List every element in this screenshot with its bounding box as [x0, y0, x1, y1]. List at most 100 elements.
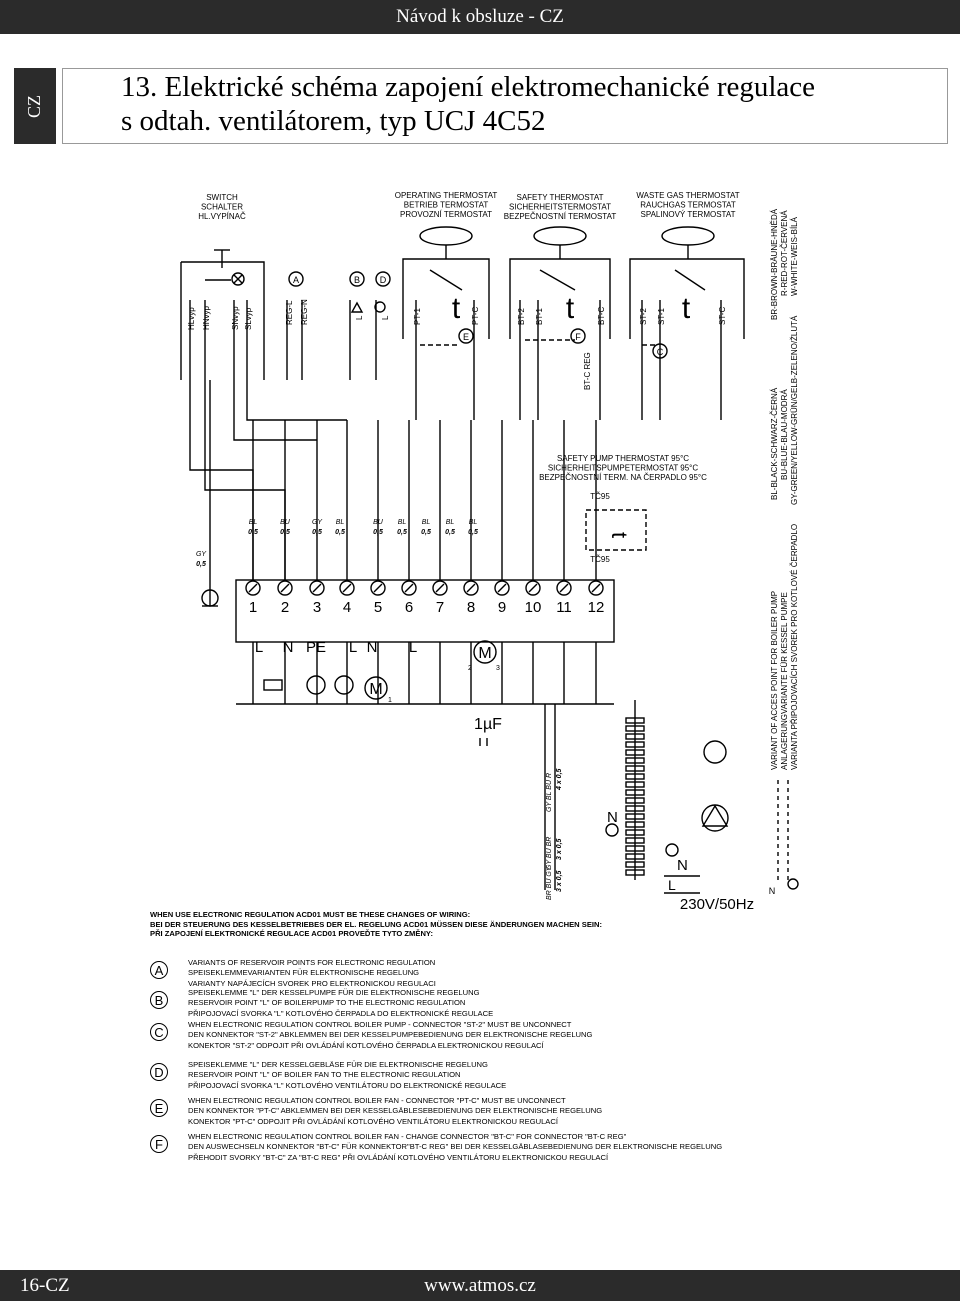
terminal-screw [497, 583, 507, 593]
ref-letter: F [575, 332, 581, 342]
terminal-function: N [283, 639, 294, 656]
wire-size-label: 0,5 [421, 529, 431, 536]
wire-size-label: 0,5 [397, 529, 407, 536]
safety-thermostat-caption: SICHERHEITSTERMOSTAT [509, 202, 611, 211]
terminal-screw [404, 583, 414, 593]
note-line: WHEN ELECTRONIC REGULATION CONTROL BOILE… [188, 1020, 572, 1029]
terminal-number: 7 [436, 599, 444, 616]
note-line: WHEN ELECTRONIC REGULATION CONTROL BOILE… [188, 1132, 627, 1141]
note-text: WHEN ELECTRONIC REGULATION CONTROL BOILE… [188, 1096, 602, 1127]
thermostat-box [629, 258, 745, 339]
terminal-function: L [349, 639, 357, 656]
wire [189, 380, 254, 580]
color-legend-line: BL-BLACK-SCHWARZ-ČERNÁ [770, 387, 779, 500]
cable-size: 4 x 0,5 [556, 768, 563, 791]
terminal-screw [245, 580, 261, 596]
operating-thermostat-caption: BETRIEB TERMOSTAT [404, 200, 489, 209]
switch-lamp [231, 272, 245, 286]
note-line: SPEISEKLEMMEVARIANTEN FÜR ELEKTRONISCHE … [188, 968, 420, 978]
section-title-line2: s odtah. ventilátorem, typ UCJ 4C52 [121, 105, 546, 137]
sensor-symbol: t [607, 532, 632, 538]
fan-symbol-small [374, 301, 386, 313]
fan-motor [473, 640, 497, 664]
color-legend-line: GY-GREEN/YELLOW-GRÜN/GELB-ZELENO/ŽLUTÁ [790, 315, 799, 505]
warning-line-en: WHEN USE ELECTRONIC REGULATION ACD01 MUS… [150, 910, 471, 919]
wire-color-label: BL [249, 519, 258, 526]
ref-d [375, 271, 391, 287]
note-text: SPEISEKLEMME "L" DER KESSELGEBLÄSE FÜR D… [188, 1060, 506, 1091]
capacitor-label: 1µF [474, 716, 502, 733]
ref-a [288, 271, 304, 287]
note-letter: D [150, 1063, 168, 1081]
terminal-screw [370, 580, 386, 596]
thermostat-terminal-label: BT-2 [517, 308, 526, 325]
thermostat-terminal-label: PT-C [471, 307, 480, 325]
variant-legend-line: VARIANTA PŘIPOJOVACÍCH SVOREK PRO KOTLOV… [790, 524, 799, 770]
note-line: DEN KONNEKTOR "PT-C" ABKLEMMEN BEI DER K… [188, 1106, 603, 1116]
switch-terminal-label: SLvyp [244, 307, 253, 330]
thermostat-terminal-label: PT-1 [413, 308, 422, 325]
terminal-screw [277, 580, 293, 596]
terminal-screw [280, 583, 290, 593]
language-tab: CZ [14, 68, 56, 144]
fan-symbol-right [703, 740, 727, 764]
section-title-box: 13. Elektrické schéma zapojení elektrome… [62, 68, 948, 144]
note-line: PŘIPOJOVACÍ SVORKA "L" KOTLOVÉHO ČERPADL… [188, 1008, 494, 1018]
wire [204, 380, 286, 580]
terminal-number: 11 [556, 599, 572, 616]
header-title: Návod k obsluze - CZ [396, 6, 564, 27]
wiring-warning: WHEN USE ELECTRONIC REGULATION ACD01 MUS… [150, 910, 770, 939]
terminal-screw [432, 580, 448, 596]
cable-colors: GY BU BR [546, 837, 553, 870]
tc95-body [585, 509, 647, 551]
note-line: VARIANTS OF RESERVOIR POINTS FOR ELECTRO… [188, 958, 436, 967]
ref-letter: D [380, 275, 387, 285]
safety-pump-thermostat-caption: BEZPEČNOSTNÍ TERM. NA ČERPADLO 95°C [539, 473, 707, 482]
safety-thermostat-caption: BEZPEČNOSTNÍ TERMOSTAT [504, 212, 617, 221]
terminal-screw [525, 580, 541, 596]
reg-terminal-label: REG-L [285, 300, 294, 325]
pump-symbol [306, 675, 326, 695]
thermostat-terminal-label: ST-1 [657, 308, 666, 325]
tc95-label: TČ95 [590, 492, 610, 501]
terminal-number: 8 [467, 599, 475, 616]
terminal-screw [556, 580, 572, 596]
pump-symbol-small [350, 301, 364, 313]
supply-terminal: N [607, 809, 618, 826]
note-line: KONEKTOR "PT-C" ODPOJIT PŘI OVLÁDÁNÍ KOT… [188, 1116, 558, 1126]
terminal-screw [463, 580, 479, 596]
note-line: SPEISEKLEMME "L" DER KESSELGEBLÄSE FÜR D… [188, 1060, 488, 1069]
earth-circle [201, 589, 219, 607]
warning-line-de: BEI DER STEUERUNG DES KESSELBETRIEBES DE… [150, 919, 603, 929]
terminal-number: 4 [343, 599, 351, 616]
wire [233, 380, 317, 441]
legend-earth [787, 878, 799, 890]
wire-size-label: 0,5 [312, 529, 322, 536]
pump-symbol-right [701, 804, 729, 827]
color-legend-line: BU-BLUE-BLAU-MODRÁ [780, 389, 789, 480]
switch-caption: SCHALTER [201, 202, 243, 211]
note-letter: A [150, 961, 168, 979]
tc95-label: TČ95 [590, 555, 610, 564]
note-text: SPEISEKLEMME "L" DER KESSELPUMPE FÜR DIE… [188, 988, 493, 1019]
note-letter: F [150, 1135, 168, 1153]
plug [263, 679, 283, 691]
wire-color-label: GY [196, 551, 207, 558]
earth-circle [605, 823, 619, 837]
note-line: PŘIPOJOVACÍ SVORKA "L" KOTLOVÉHO VENTILÁ… [188, 1080, 507, 1090]
terminal-screw [494, 580, 510, 596]
ref-f [570, 328, 586, 344]
variant-legend-line: ANLAGERUNGVARIANTE FÜR KESSEL PUMPE [780, 592, 789, 770]
thermostat-terminal-label: BT-1 [535, 308, 544, 325]
lamp-terminal-label: L [381, 315, 390, 320]
ref-b [349, 271, 365, 287]
terminal-number: 2 [281, 599, 289, 616]
waste-gas-thermostat-caption: WASTE GAS THERMOSTAT [636, 191, 739, 200]
wire-color-label: BL [469, 519, 478, 526]
thermostat-contact [539, 269, 576, 291]
terminal-screw [435, 583, 445, 593]
thermostat-bulb [533, 226, 587, 246]
note-line: RESERVOIR POINT "L" OF BOILERPUMP TO THE… [188, 998, 466, 1008]
wire-color-label: BL [336, 519, 345, 526]
note-line: VARIANTY NAPÁJECÍCH SVOREK PRO ELEKTRONI… [188, 978, 436, 988]
